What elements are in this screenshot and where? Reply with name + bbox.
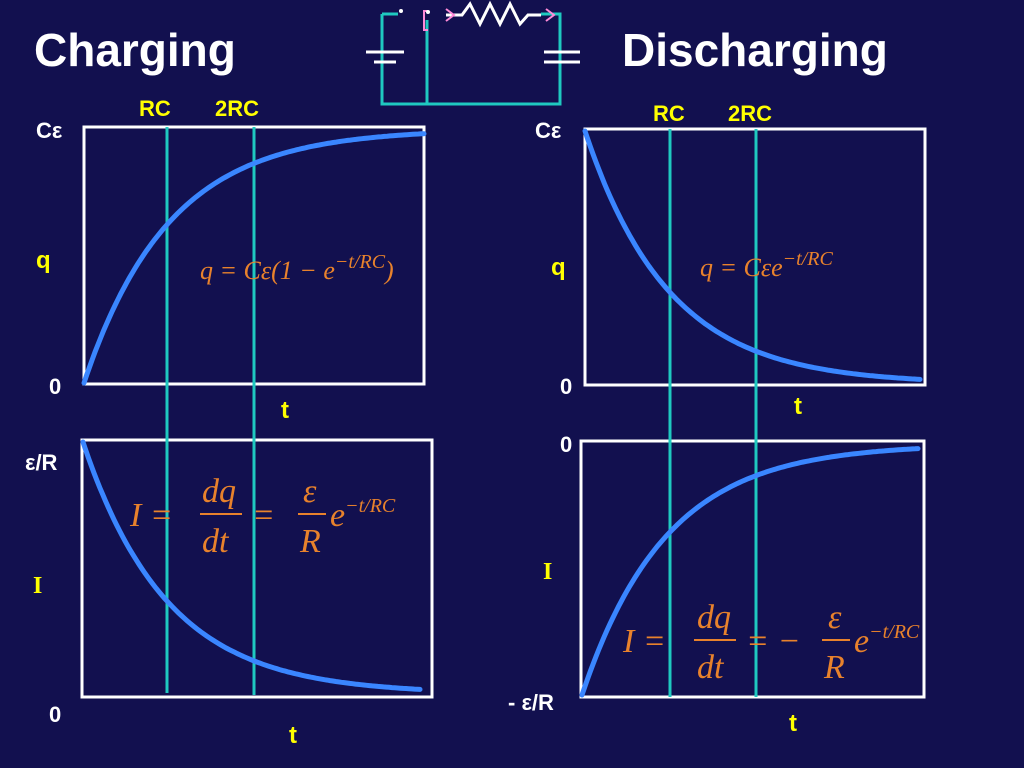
equation-current-discharging: I = dq dt = − ε R e−t/RC [622,599,920,686]
charging-current-curve [80,439,423,692]
ylabel-i: I [543,559,552,585]
equation-current-charging: I = dq dt = ε R e−t/RC [129,473,396,560]
xlabel-t: t [289,722,297,749]
switch-contact-dot [426,10,430,14]
svg-text:= −: = − [746,623,800,660]
charging-heading: Charging [34,24,236,76]
xlabel-t: t [281,397,289,424]
circuit-diagram [366,0,580,106]
equation-charge-charging: q = Cε(1 − e−t/RC) [200,251,394,285]
svg-text:=: = [252,497,275,534]
svg-text:dt: dt [202,523,230,560]
charging-charge-curve [81,131,427,386]
discharging-heading: Discharging [622,24,888,76]
equation-charge-discharging-text: q = Cεe−t/RC [700,248,833,282]
svg-text:ε: ε [828,599,842,636]
discharging-charge-curve [582,128,923,382]
svg-text:R: R [823,649,845,686]
svg-text:dq: dq [697,599,731,636]
svg-text:I =: I = [129,497,173,534]
svg-text:e−t/RC: e−t/RC [854,621,920,660]
svg-text:I =: I = [622,623,666,660]
ytick-label: 0 [560,374,572,399]
ytick-label: - ε/R [508,690,554,715]
ytick-label: Cε [535,118,562,143]
resistor-zigzag [446,0,541,28]
marker-label-2rc: 2RC [728,101,772,126]
svg-text:e−t/RC: e−t/RC [330,495,396,534]
marker-label-rc: RC [653,101,685,126]
marker-label-rc: RC [139,96,171,121]
ytick-label: 0 [560,432,572,457]
xlabel-t: t [794,393,802,420]
svg-text:R: R [299,523,321,560]
switch-contact-dot [399,9,403,13]
discharging-current-frame [579,439,926,699]
ytick-label: ε/R [25,450,58,475]
ylabel-q: q [36,247,51,274]
charging-current-frame [80,438,434,699]
ytick-label: 0 [49,374,61,399]
ytick-label: Cε [36,118,63,143]
svg-text:dq: dq [202,473,236,510]
switch-arrow-left-icon [445,8,456,22]
xlabel-t: t [789,710,797,737]
equation-charge-charging-text: q = Cε(1 − e−t/RC) [200,251,394,285]
ylabel-q: q [551,254,566,281]
equation-charge-discharging: q = Cεe−t/RC [700,248,833,282]
discharging-current-curve [579,446,921,698]
svg-text:dt: dt [697,649,725,686]
ytick-label: 0 [49,702,61,727]
marker-label-2rc: 2RC [215,96,259,121]
ylabel-i: I [33,573,42,599]
circuit-wire-outer [380,12,562,106]
svg-text:ε: ε [303,473,317,510]
switch-arrow-right-icon [545,8,556,22]
switch-bracket [423,10,428,31]
